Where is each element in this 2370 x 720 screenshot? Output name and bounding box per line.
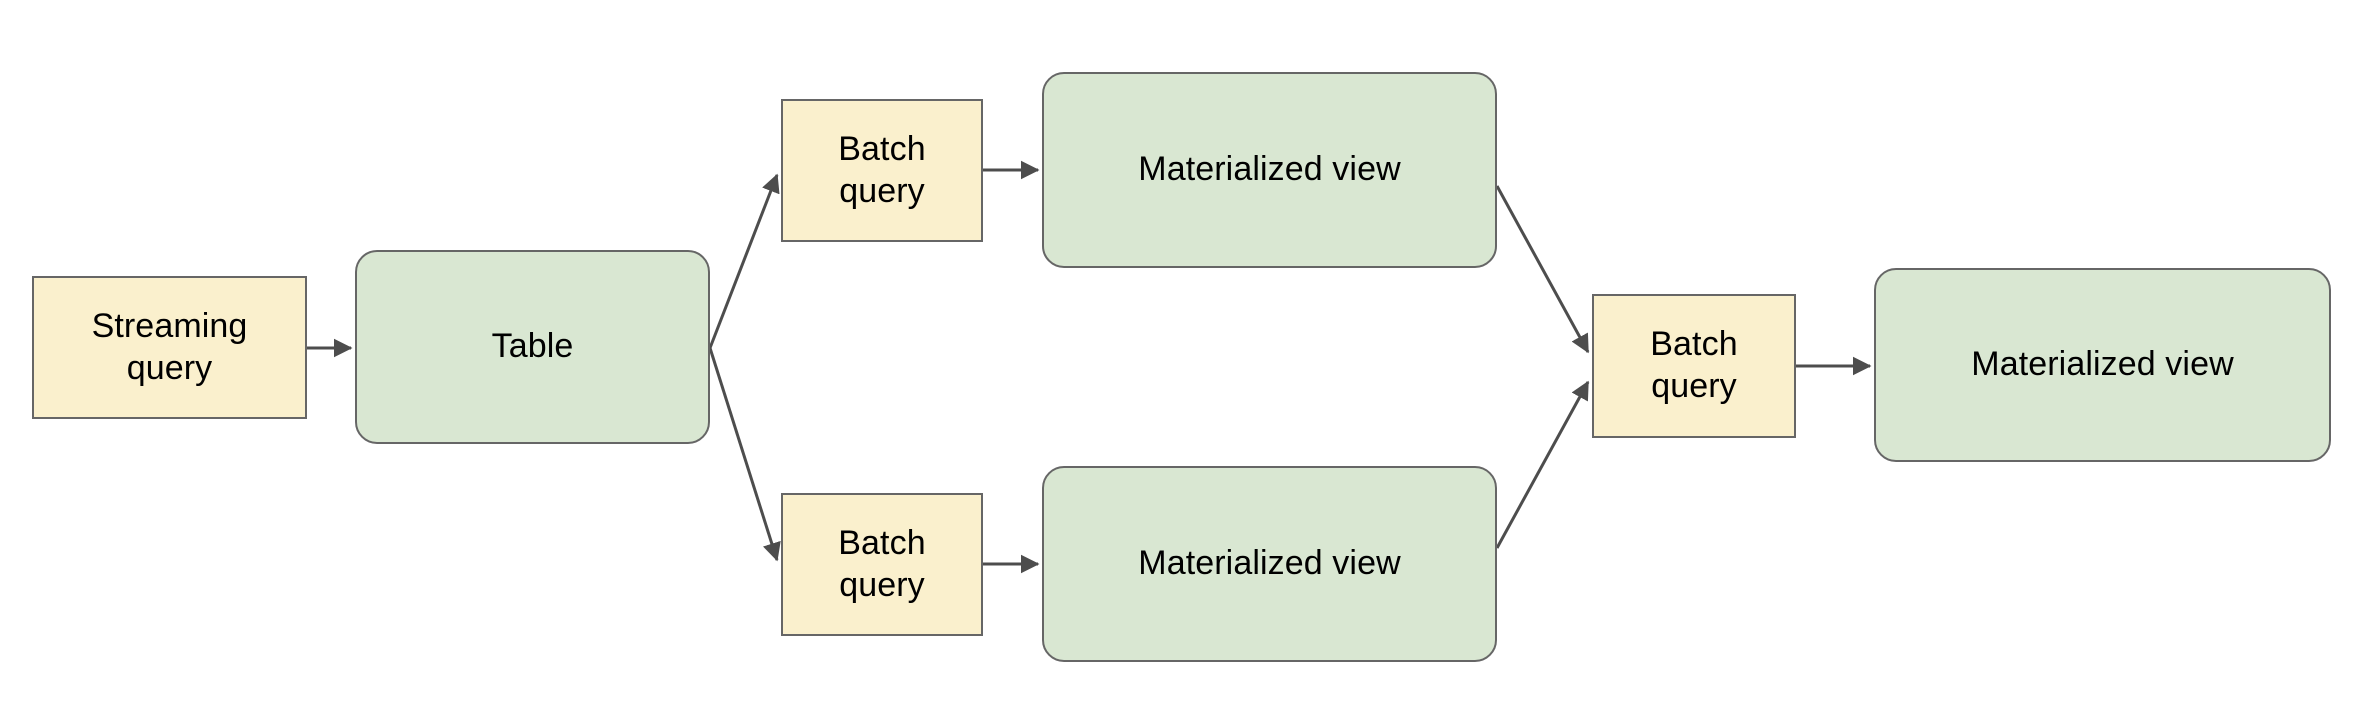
node-materialized-view-final-label: Materialized view (1971, 345, 2234, 384)
node-batch-query-top[interactable]: Batch query (781, 99, 983, 242)
node-materialized-view-bottom-label: Materialized view (1138, 544, 1401, 583)
node-batch-query-top-label: Batch query (838, 129, 926, 210)
node-streaming-query-label: Streaming query (91, 306, 248, 387)
node-materialized-view-top-label: Materialized view (1138, 150, 1401, 189)
edge-materialized-view-bottom-to-batch-query-join (1495, 380, 1590, 549)
node-batch-query-bottom-label: Batch query (838, 523, 926, 604)
edge-table-to-batch-query-top (708, 173, 780, 349)
node-materialized-view-bottom[interactable]: Materialized view (1042, 466, 1497, 662)
node-table-label: Table (491, 327, 574, 366)
node-batch-query-join-label: Batch query (1650, 325, 1738, 405)
edge-table-to-batch-query-bottom (708, 347, 781, 562)
node-materialized-view-top[interactable]: Materialized view (1042, 72, 1497, 268)
node-table[interactable]: Table (355, 250, 710, 444)
node-batch-query-bottom[interactable]: Batch query (781, 493, 983, 636)
node-materialized-view-final[interactable]: Materialized view (1874, 268, 2331, 462)
edge-materialized-view-top-to-batch-query-join (1495, 185, 1590, 354)
node-streaming-query[interactable]: Streaming query (32, 276, 307, 419)
node-batch-query-join[interactable]: Batch query (1592, 294, 1796, 438)
